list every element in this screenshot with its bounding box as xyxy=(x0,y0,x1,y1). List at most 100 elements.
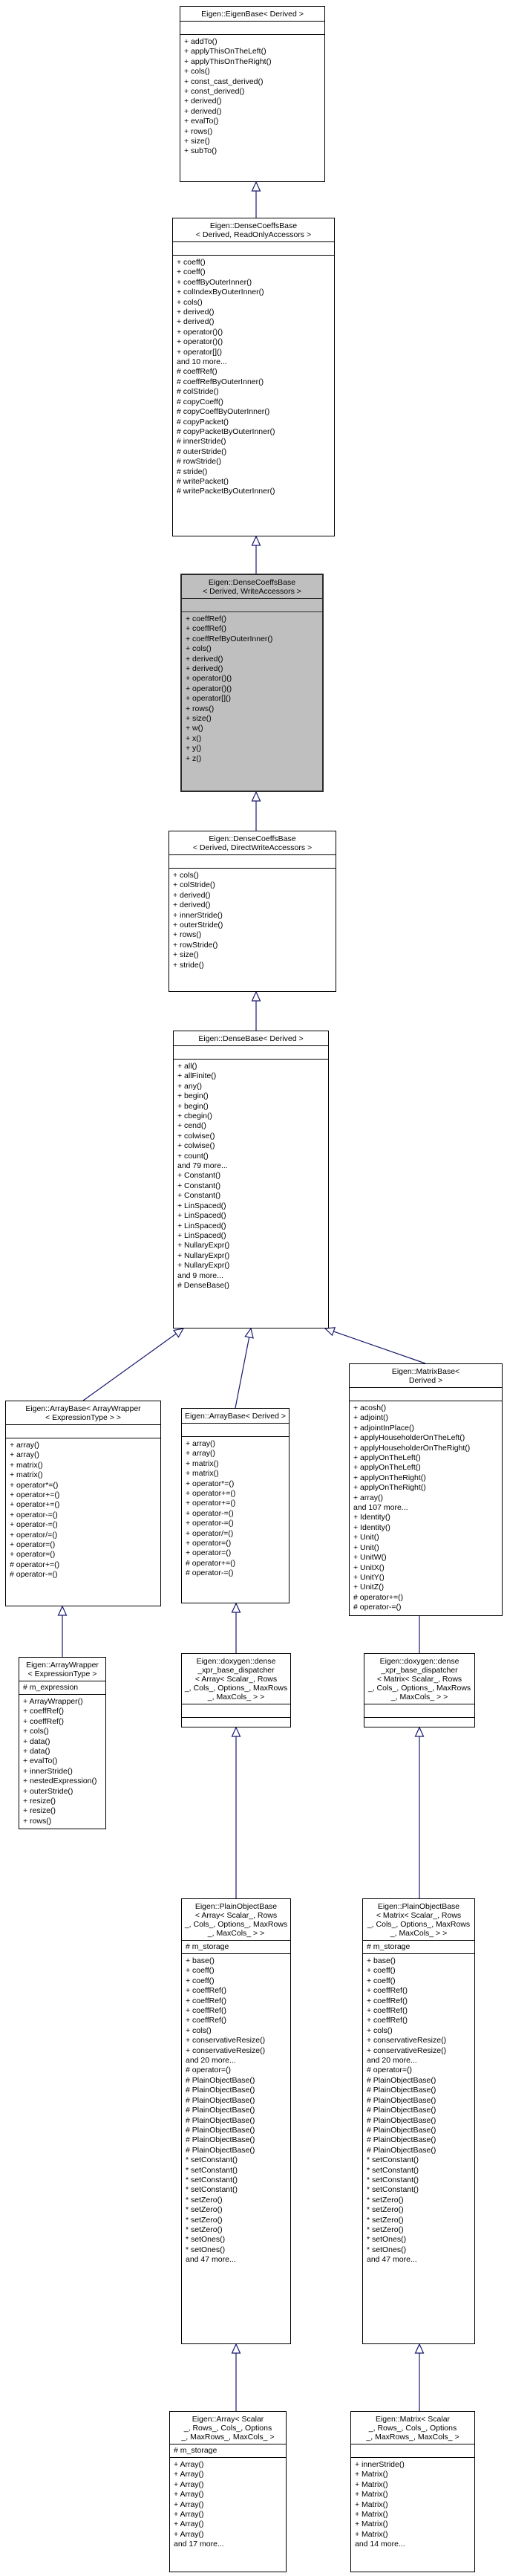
class-member: + matrix() xyxy=(10,1460,43,1470)
class-member: + coeffRef() xyxy=(23,1707,64,1716)
class-member: + Matrix() xyxy=(355,2529,388,2539)
class-box-ab[interactable]: Eigen::ArrayBase< Derived >+ array()+ ar… xyxy=(181,1408,290,1603)
class-member: and 14 more... xyxy=(355,2540,405,2549)
class-member: + outerStride() xyxy=(173,921,223,930)
class-title-line: _, MaxRows_, MaxCols_ > xyxy=(181,2433,275,2442)
class-title-line: < Array< Scalar_, Rows xyxy=(194,1911,278,1920)
class-member: + array() xyxy=(186,1449,215,1459)
class-member: + Array() xyxy=(174,2510,204,2520)
class-title-line: < Matrix< Scalar_, Rows xyxy=(376,1911,462,1920)
class-member: + operator-=() xyxy=(10,1510,58,1519)
class-member: + NullaryExpr() xyxy=(177,1261,230,1271)
class-attributes-section xyxy=(182,1424,289,1437)
class-title-line: Eigen::DenseBase< Derived > xyxy=(198,1034,304,1043)
class-member: + size() xyxy=(173,950,199,960)
class-title-line: _, MaxCols_ > > xyxy=(207,1693,265,1701)
class-title-line: Eigen::PlainObjectBase xyxy=(194,1902,278,1911)
class-member: # copyCoeffByOuterInner() xyxy=(177,407,270,417)
class-box-disp_a[interactable]: Eigen::doxygen::dense_xpr_base_dispatche… xyxy=(181,1653,291,1727)
class-members-section: + base()+ coeff()+ coeff()+ coeffRef()+ … xyxy=(363,1954,474,2343)
class-box-disp_m[interactable]: Eigen::doxygen::dense_xpr_base_dispatche… xyxy=(364,1653,475,1727)
class-member: # operator+=() xyxy=(10,1560,60,1569)
class-title-line: < ExpressionType > > xyxy=(45,1413,121,1422)
class-member: + operator=() xyxy=(186,1539,232,1548)
class-members-section xyxy=(364,1718,474,1727)
class-member: + cend() xyxy=(177,1121,206,1131)
class-member: + operator[]() xyxy=(177,347,222,357)
class-members-section: + acosh()+ adjoint()+ adjointInPlace()+ … xyxy=(350,1401,502,1615)
class-member: + operator/=() xyxy=(10,1530,58,1540)
class-box-dcb_dw[interactable]: Eigen::DenseCoeffsBase< Derived, DirectW… xyxy=(169,831,336,992)
class-member: # copyPacket() xyxy=(177,417,229,426)
class-member: # PlainObjectBase() xyxy=(186,2095,255,2105)
class-member: + stride() xyxy=(173,960,204,970)
class-box-dcb_ro[interactable]: Eigen::DenseCoeffsBase< Derived, ReadOnl… xyxy=(172,218,335,536)
class-title-line: Eigen::Matrix< Scalar xyxy=(375,2415,451,2424)
class-box-ab_wrap[interactable]: Eigen::ArrayBase< ArrayWrapper< Expressi… xyxy=(5,1401,161,1606)
class-box-mb[interactable]: Eigen::MatrixBase<Derived >+ acosh()+ ad… xyxy=(349,1363,503,1616)
class-title: Eigen::PlainObjectBase< Array< Scalar_, … xyxy=(182,1899,290,1941)
class-title: Eigen::Array< Scalar_, Rows_, Cols_, Opt… xyxy=(170,2412,286,2444)
class-member: + operator+=() xyxy=(186,1489,236,1499)
class-member: * setOnes() xyxy=(186,2245,226,2254)
class-member: # operator-=() xyxy=(353,1603,402,1612)
class-member: + operator()() xyxy=(186,674,232,684)
class-member: * setOnes() xyxy=(367,2245,407,2254)
class-box-aw[interactable]: Eigen::ArrayWrapper< ExpressionType ># m… xyxy=(19,1657,106,1830)
class-member: + applyOnTheLeft() xyxy=(353,1463,421,1473)
class-member: + base() xyxy=(367,1956,396,1965)
class-member: + derived() xyxy=(184,97,222,106)
class-member: + operator=() xyxy=(186,1548,232,1558)
class-member: + derived() xyxy=(184,106,222,116)
class-title: Eigen::PlainObjectBase< Matrix< Scalar_,… xyxy=(363,1899,474,1941)
inheritance-arrowhead-pob_a-to-disp_a xyxy=(231,1726,241,1737)
class-member: # outerStride() xyxy=(177,447,227,456)
inheritance-arrowhead-mb-to-densebase xyxy=(324,1327,336,1337)
class-box-dcb_w[interactable]: Eigen::DenseCoeffsBase< Derived, WriteAc… xyxy=(180,574,324,792)
inheritance-arrowhead-dcb_dw-to-dcb_w xyxy=(251,791,261,802)
class-member: + conservativeResize() xyxy=(186,2045,266,2055)
class-member: + Unit() xyxy=(353,1533,379,1542)
class-members-section: + Array()+ Array()+ Array()+ Array()+ Ar… xyxy=(170,2458,286,2572)
class-member: + Array() xyxy=(174,2520,204,2529)
class-member: + addTo() xyxy=(184,37,217,46)
class-title-line: _xpr_base_dispatcher xyxy=(381,1666,458,1675)
class-title-line: _, Cols_, Options_, MaxRows xyxy=(367,1684,471,1693)
class-member: + resize() xyxy=(23,1806,56,1816)
class-title-line: Eigen::ArrayBase< Derived > xyxy=(185,1412,286,1421)
class-member: and 20 more... xyxy=(186,2056,236,2066)
class-member: * setOnes() xyxy=(186,2235,226,2245)
class-attributes-section xyxy=(350,1388,502,1401)
class-member: + coeffRef() xyxy=(186,624,226,634)
class-box-pob_a[interactable]: Eigen::PlainObjectBase< Array< Scalar_, … xyxy=(181,1898,291,2344)
class-box-densebase[interactable]: Eigen::DenseBase< Derived >+ all()+ allF… xyxy=(173,1031,329,1328)
class-title-line: Eigen::ArrayBase< ArrayWrapper xyxy=(25,1404,141,1413)
class-member: # PlainObjectBase() xyxy=(367,2135,436,2145)
inheritance-arrowhead-ab-to-densebase xyxy=(244,1327,254,1339)
class-member: + coeffRef() xyxy=(367,2006,408,2016)
inheritance-arrowhead-aw-to-ab_wrap xyxy=(57,1605,68,1616)
class-member: + colStride() xyxy=(173,880,215,890)
class-box-matrix[interactable]: Eigen::Matrix< Scalar_, Rows_, Cols_, Op… xyxy=(350,2411,475,2572)
class-box-pob_m[interactable]: Eigen::PlainObjectBase< Matrix< Scalar_,… xyxy=(362,1898,475,2344)
class-box-eigenbase[interactable]: Eigen::EigenBase< Derived >+ addTo()+ ap… xyxy=(180,6,325,182)
class-member: + applyThisOnTheLeft() xyxy=(184,47,266,56)
class-member: + conservativeResize() xyxy=(186,2036,266,2045)
class-member: + Array() xyxy=(174,2529,204,2539)
inheritance-arrow-line-mb-to-densebase xyxy=(333,1331,426,1364)
class-attributes-section xyxy=(174,1046,328,1060)
class-member: + ArrayWrapper() xyxy=(23,1697,83,1706)
class-member: + operator+=() xyxy=(10,1490,60,1500)
class-member: + cols() xyxy=(177,297,203,307)
class-member: + data() xyxy=(23,1747,50,1756)
class-member: + array() xyxy=(10,1450,39,1460)
class-member: + Unit() xyxy=(353,1542,379,1552)
class-member: * setZero() xyxy=(186,2215,223,2225)
class-member: # writePacketByOuterInner() xyxy=(177,487,275,496)
inheritance-arrowhead-matrix-to-pob_m xyxy=(414,2343,425,2354)
class-box-array[interactable]: Eigen::Array< Scalar_, Rows_, Cols_, Opt… xyxy=(169,2411,287,2572)
class-title: Eigen::doxygen::dense_xpr_base_dispatche… xyxy=(364,1654,474,1704)
class-member: # copyCoeff() xyxy=(177,397,223,406)
class-attribute: # m_storage xyxy=(367,1942,410,1951)
